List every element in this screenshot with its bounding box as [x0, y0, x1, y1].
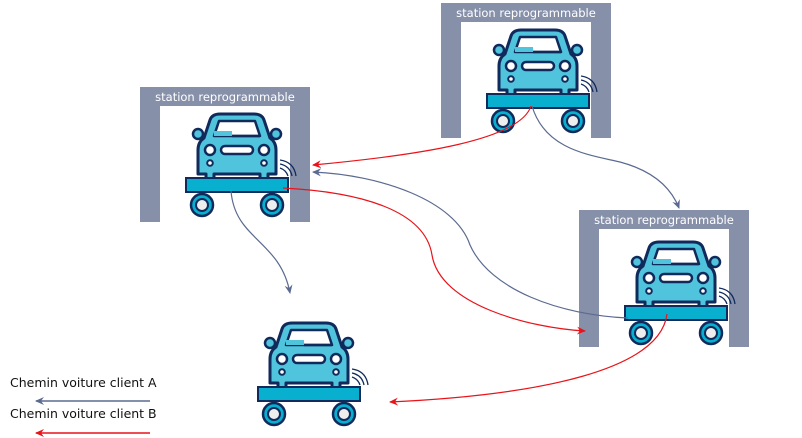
path-b-segment-1 — [312, 105, 532, 169]
station-left: station reprogrammable — [140, 87, 310, 222]
station-label: station reprogrammable — [594, 213, 734, 227]
path-a-segment-2 — [312, 168, 629, 319]
path-b-segment-2 — [282, 187, 586, 335]
car-on-platform-left — [184, 112, 298, 218]
station-top: station reprogrammable — [441, 3, 611, 138]
path-b-segment-3 — [389, 313, 668, 406]
station-label: station reprogrammable — [456, 6, 596, 20]
legend-label-a: Chemin voiture client A — [10, 375, 157, 390]
car-on-platform-top — [485, 28, 599, 134]
legend-label-b: Chemin voiture client B — [10, 406, 157, 421]
path-a-segment-3 — [230, 190, 293, 294]
station-right: station reprogrammable — [579, 210, 749, 347]
station-frame — [579, 210, 749, 347]
car-on-platform-final — [256, 321, 370, 427]
car-on-platform-right — [623, 240, 737, 346]
path-a-segment-1 — [531, 105, 680, 209]
station-label: station reprogrammable — [155, 90, 295, 104]
station-frame — [140, 87, 310, 222]
station-frame — [441, 3, 611, 138]
